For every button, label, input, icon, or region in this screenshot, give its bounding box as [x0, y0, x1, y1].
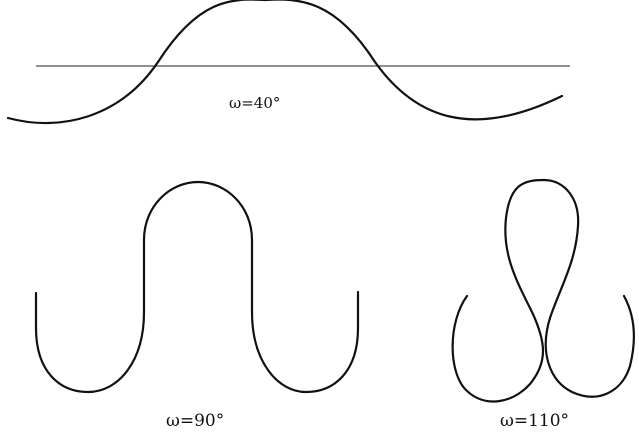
- curve-omega-110: ω=110°: [451, 178, 636, 431]
- label-omega-40: ω=40°: [229, 94, 280, 112]
- wave-curve-omega-40: [6, 0, 564, 125]
- wave-curve-omega-110: [451, 178, 636, 403]
- curve-omega-40: ω=40°: [6, 0, 570, 125]
- label-omega-110: ω=110°: [500, 411, 569, 431]
- curve-omega-90: ω=90°: [34, 180, 360, 431]
- wave-curve-omega-90: [34, 180, 360, 394]
- label-omega-90: ω=90°: [166, 411, 224, 431]
